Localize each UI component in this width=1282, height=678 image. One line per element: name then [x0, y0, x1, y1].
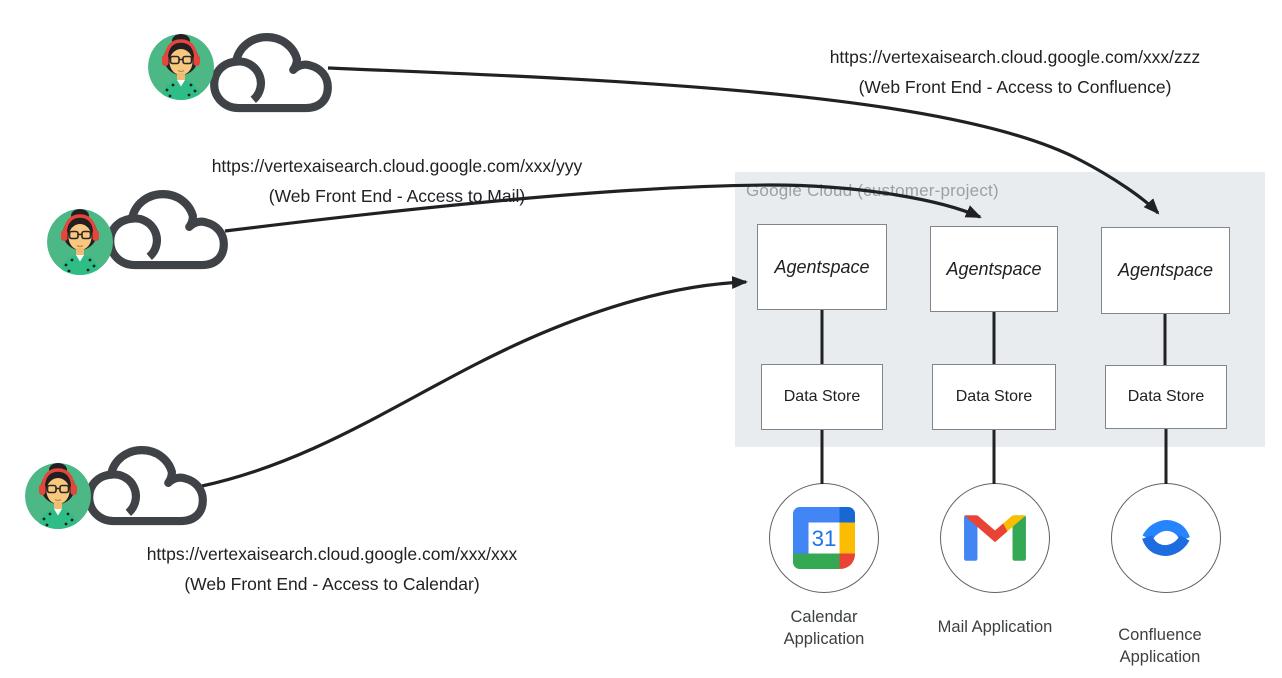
agentspace-label: Agentspace: [1117, 260, 1214, 280]
frontend-url: https://vertexaisearch.cloud.google.com/…: [146, 544, 518, 564]
frontend-url: https://vertexaisearch.cloud.google.com/…: [211, 156, 583, 176]
arrow-user-bottom-to-agentspace-calendar: [201, 275, 748, 488]
cloud-icon: [206, 30, 336, 117]
agentspace-label: Agentspace: [946, 258, 1042, 279]
calendar-day-number: 31: [812, 526, 837, 551]
frontend-url: https://vertexaisearch.cloud.google.com/…: [829, 47, 1201, 67]
url-block-calendar: https://vertexaisearch.cloud.google.com/…: [112, 539, 552, 599]
url-block-confluence: https://vertexaisearch.cloud.google.com/…: [795, 42, 1235, 102]
data-store-label: Data Store: [1127, 388, 1205, 405]
data-store-box-calendar: Data Store: [761, 364, 883, 430]
user-avatar-icon: [24, 462, 92, 530]
data-store-box-mail: Data Store: [932, 364, 1056, 430]
cloud-icon: [102, 187, 232, 274]
agentspace-box-mail: Agentspace: [930, 226, 1058, 312]
agentspace-label: Agentspace: [774, 256, 870, 277]
agentspace-box-calendar: Agentspace: [757, 224, 887, 310]
calendar-app-label: Calendar Application: [783, 608, 865, 648]
confluence-app-label: Confluence Application: [1118, 626, 1202, 666]
confluence-app-circle: [1111, 483, 1221, 593]
frontend-caption: (Web Front End - Access to Calendar): [184, 574, 480, 594]
mail-app-label: Mail Application: [937, 618, 1053, 636]
data-store-label: Data Store: [783, 388, 861, 405]
user-avatar-icon: [46, 208, 114, 276]
url-block-mail: https://vertexaisearch.cloud.google.com/…: [177, 151, 617, 211]
frontend-caption: (Web Front End - Access to Confluence): [858, 77, 1172, 97]
data-store-box-confluence: Data Store: [1105, 365, 1227, 429]
mail-app-circle: [940, 483, 1050, 593]
frontend-caption: (Web Front End - Access to Mail): [268, 186, 526, 206]
confluence-icon: [1142, 520, 1190, 556]
user-avatar-icon: [147, 33, 215, 101]
google-calendar-icon: 31: [793, 507, 855, 569]
gmail-icon: [964, 515, 1026, 561]
google-cloud-panel-title: Google Cloud (customer-project): [746, 181, 999, 200]
cloud-icon: [81, 443, 211, 530]
calendar-app-circle: 31: [769, 483, 879, 593]
agentspace-box-confluence: Agentspace: [1101, 227, 1230, 314]
data-store-label: Data Store: [955, 388, 1033, 405]
